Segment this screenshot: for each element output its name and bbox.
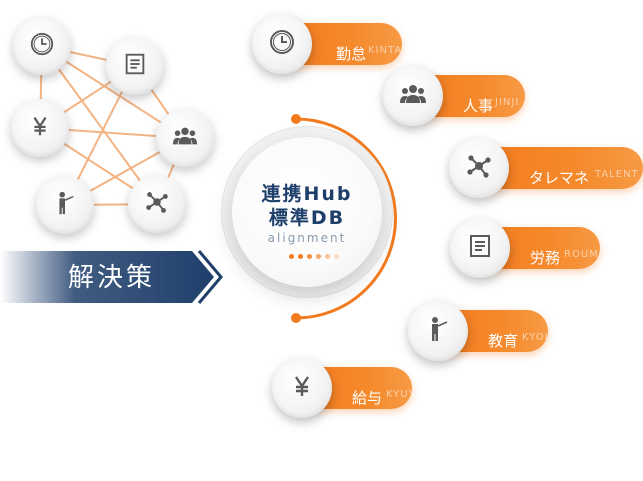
network-node-molecule [128,175,186,233]
module-romaji: KYOIKU [522,332,548,343]
module-romaji: ROUMU [564,249,600,260]
module-label: 給与 [352,389,383,407]
module-romaji: JINJI [495,97,520,108]
network-node-yen [11,99,69,157]
module-pill: タレマネ TALENT [479,147,643,189]
hub-title-line2: 標準DB [268,207,346,229]
hub-dot [325,254,330,259]
module-kyuyo: 給与 KYUYO [272,358,412,418]
solution-label: 解決策 [68,263,156,293]
network-node-document [106,37,164,95]
network-node-clock [13,17,71,75]
module-jinji: 人事 JINJI [383,66,525,126]
clock-icon [29,31,55,61]
yen-icon [27,113,53,143]
hub-progress-dots [289,254,339,259]
network-icon [465,152,493,184]
module-icon-circle [252,14,312,74]
clock-icon [268,28,296,60]
network-node-people [156,109,214,167]
presenter-icon [424,315,452,347]
document-icon [122,51,148,81]
module-icon-circle [272,358,332,418]
people-icon [172,123,198,153]
people-icon [399,80,427,112]
presenter-icon [52,190,78,220]
module-romaji: KINTAI [368,45,402,56]
network-node-presenter [36,176,94,234]
yen-icon [288,372,316,404]
hub-title-line1: 連携Hub [261,183,353,205]
module-icon-circle [408,301,468,361]
hub-circle: 連携Hub 標準DB alignment [232,137,382,287]
hub-dot [298,254,303,259]
module-label: 勤怠 [336,45,367,63]
hub-dot [307,254,312,259]
module-icon-circle [383,66,443,126]
hub-dot [334,254,339,259]
hub-dot [316,254,321,259]
module-icon-circle [450,218,510,278]
hub-dot [289,254,294,259]
hub-subtitle: alignment [267,231,347,245]
module-romaji: TALENT [595,169,639,180]
solution-banner [0,250,223,304]
module-talent: タレマネ TALENT [449,138,643,198]
module-label: 教育 [488,332,519,350]
module-roumu: 労務 ROUMU [450,218,600,278]
module-kintai: 勤怠 KINTAI [252,14,402,74]
module-kyouiku: 教育 KYOIKU [408,301,548,361]
module-label: 労務 [530,249,561,267]
module-label: タレマネ [529,169,590,187]
module-icon-circle [449,138,509,198]
document-icon [466,232,494,264]
module-romaji: KYUYO [386,389,412,400]
module-label: 人事 [463,97,494,115]
network-icon [144,189,170,219]
